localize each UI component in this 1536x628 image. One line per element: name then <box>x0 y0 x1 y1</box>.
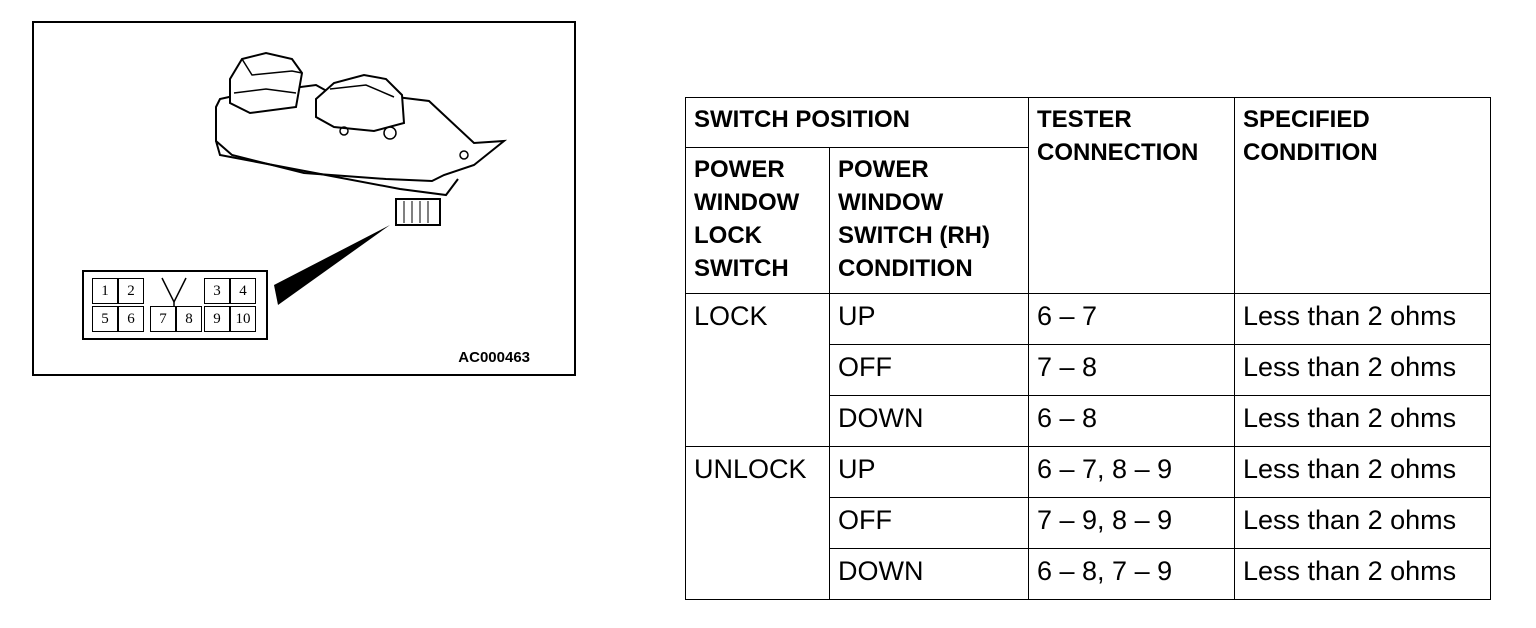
tester-cell: 7 – 8 <box>1028 344 1235 396</box>
tester-cell: 6 – 8, 7 – 9 <box>1028 548 1235 600</box>
connector-pin: 3 <box>204 278 230 304</box>
tester-cell: 7 – 9, 8 – 9 <box>1028 497 1235 549</box>
condition-cell: DOWN <box>829 548 1029 600</box>
condition-cell: OFF <box>829 344 1029 396</box>
table-header-row: SWITCH POSITION TESTER CONNECTION SPECIF… <box>685 97 1491 294</box>
lock-switch-cell: LOCK <box>685 293 830 447</box>
condition-cell: DOWN <box>829 395 1029 447</box>
table-row: DOWN 6 – 8 Less than 2 ohms <box>686 395 1491 447</box>
connector-pinout: 1 2 3 4 5 6 7 8 9 10 <box>82 270 268 340</box>
header-rh-condition: POWER WINDOW SWITCH (RH) CONDITION <box>829 147 1029 294</box>
specified-cell: Less than 2 ohms <box>1234 497 1491 549</box>
table-row: UNLOCK UP 6 – 7, 8 – 9 Less than 2 ohms <box>685 446 1491 600</box>
connector-pin: 7 <box>150 306 176 332</box>
connector-pin: 2 <box>118 278 144 304</box>
connector-key-icon <box>161 277 187 310</box>
specified-cell: Less than 2 ohms <box>1234 446 1491 498</box>
connector-pin: 10 <box>230 306 256 332</box>
tester-cell: 6 – 7 <box>1028 293 1235 345</box>
switch-check-table: SWITCH POSITION TESTER CONNECTION SPECIF… <box>685 97 1491 600</box>
specified-cell: Less than 2 ohms <box>1234 344 1491 396</box>
lock-switch-cell: UNLOCK <box>685 446 830 600</box>
specified-cell: Less than 2 ohms <box>1234 548 1491 600</box>
tester-cell: 6 – 7, 8 – 9 <box>1028 446 1235 498</box>
table-row: OFF 7 – 9, 8 – 9 Less than 2 ohms <box>686 497 1491 549</box>
switch-figure: 1 2 3 4 5 6 7 8 9 10 AC000463 <box>32 21 576 376</box>
table-subheader-row: POWER WINDOW LOCK SWITCH POWER WINDOW SW… <box>685 147 1491 294</box>
condition-cell: OFF <box>829 497 1029 549</box>
tester-cell: 6 – 8 <box>1028 395 1235 447</box>
condition-cell: UP <box>829 446 1029 498</box>
table-row: DOWN 6 – 8, 7 – 9 Less than 2 ohms <box>686 548 1491 600</box>
connector-pin: 4 <box>230 278 256 304</box>
connector-pin: 5 <box>92 306 118 332</box>
header-specified-condition: SPECIFIED CONDITION <box>1234 97 1491 294</box>
connector-pin: 1 <box>92 278 118 304</box>
power-window-switch-illustration <box>215 51 508 305</box>
connector-pin: 8 <box>176 306 202 332</box>
header-lock-switch: POWER WINDOW LOCK SWITCH <box>685 147 830 294</box>
header-switch-position: SWITCH POSITION <box>685 97 1029 148</box>
header-tester-connection: TESTER CONNECTION <box>1028 97 1235 294</box>
specified-cell: Less than 2 ohms <box>1234 395 1491 447</box>
figure-code: AC000463 <box>458 349 530 366</box>
connector-pin: 6 <box>118 306 144 332</box>
specified-cell: Less than 2 ohms <box>1234 293 1491 345</box>
connector-pin: 9 <box>204 306 230 332</box>
condition-cell: UP <box>829 293 1029 345</box>
table-row: LOCK UP 6 – 7 Less than 2 ohms <box>685 293 1491 447</box>
